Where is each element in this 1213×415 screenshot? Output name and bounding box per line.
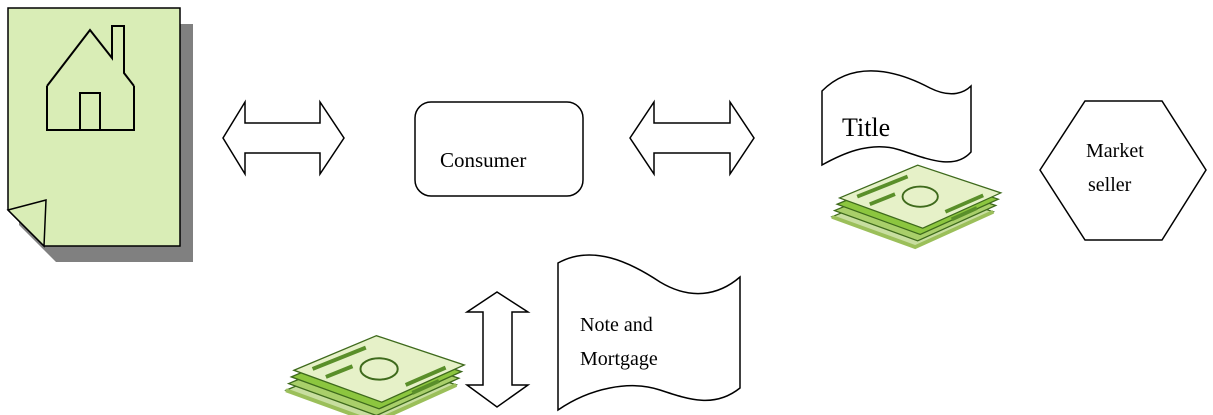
money-stack-icon <box>830 163 1003 249</box>
consumer-label: Consumer <box>440 148 526 172</box>
money-stack-icon <box>284 333 467 415</box>
note-mortgage-label-line1: Note and <box>580 314 653 336</box>
house-icon <box>46 25 135 131</box>
note-mortgage-document <box>557 254 741 412</box>
double-arrow-document-consumer <box>222 99 345 177</box>
house-document-icon <box>6 7 193 262</box>
title-document <box>821 70 972 167</box>
market-seller-label-line1: Market <box>1086 140 1144 162</box>
note-mortgage-label-line2: Mortgage <box>580 348 658 370</box>
double-arrow-consumer-title <box>629 99 755 177</box>
market-seller-label-line2: seller <box>1088 174 1132 196</box>
market-seller-hexagon <box>1039 100 1207 241</box>
consumer-box <box>414 101 584 197</box>
double-arrow-money-note <box>464 291 531 408</box>
title-label: Title <box>842 113 890 142</box>
document-page <box>7 7 181 247</box>
document-fold <box>6 199 47 248</box>
